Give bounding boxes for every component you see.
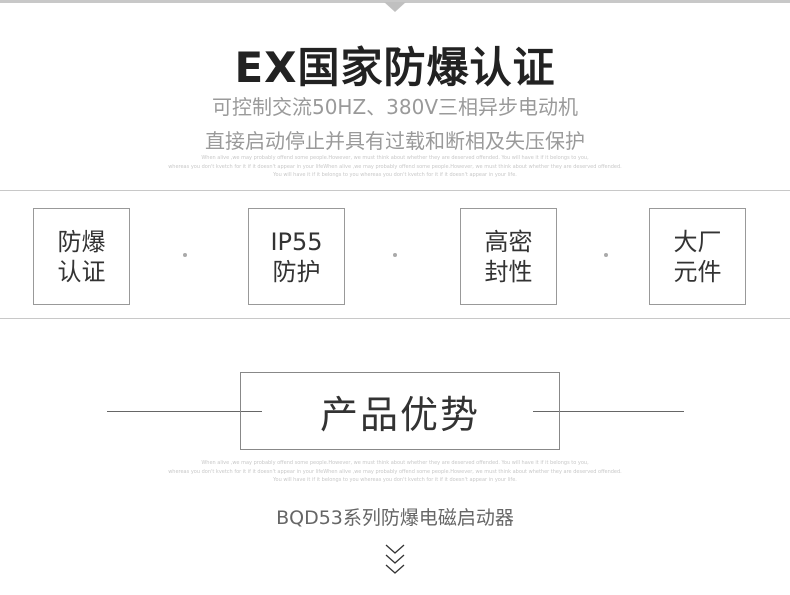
divider [0, 318, 790, 319]
filler-line: You will have it if it belongs to you wh… [273, 477, 517, 483]
filler-line: whereas you don't kvetch for it if it do… [168, 163, 622, 170]
page-title: EX国家防爆认证 [234, 43, 556, 92]
heading-line-right [533, 411, 684, 412]
filler-line: When alive ,we may probably offend some … [201, 155, 589, 161]
divider [0, 190, 790, 191]
filler-line: When alive ,we may probably offend some … [201, 460, 589, 466]
feature-explosion-proof: 防爆认证 [33, 208, 130, 305]
filler-text-bottom: When alive ,we may probably offend some … [0, 459, 790, 485]
dot-separator [183, 253, 187, 257]
dot-separator [393, 253, 397, 257]
filler-text-top: When alive ,we may probably offend some … [0, 154, 790, 180]
feature-components: 大厂元件 [649, 208, 746, 305]
chevrons-down-icon [385, 544, 405, 574]
top-divider [0, 0, 790, 3]
subtitle-line-2: 直接启动停止并具有过载和断相及失压保护 [205, 129, 585, 153]
filler-line: You will have it if it belongs to you wh… [273, 172, 517, 178]
dot-separator [604, 253, 608, 257]
section-heading: 产品优势 [240, 372, 560, 450]
feature-sealing: 高密封性 [460, 208, 557, 305]
filler-line: whereas you don't kvetch for it if it do… [168, 468, 622, 475]
down-triangle-icon [384, 2, 406, 12]
product-name: BQD53系列防爆电磁启动器 [276, 507, 514, 529]
subtitle-line-1: 可控制交流50HZ、380V三相异步电动机 [211, 95, 579, 119]
heading-line-left [107, 411, 262, 412]
